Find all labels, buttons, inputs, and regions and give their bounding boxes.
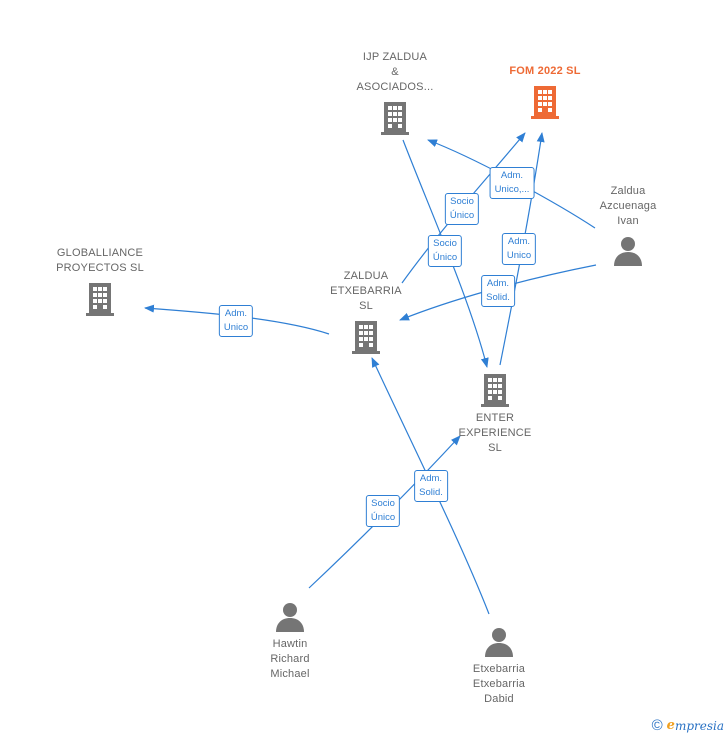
node-label-line: ETXEBARRIA <box>330 285 402 297</box>
relation-label-line: Adm. <box>419 473 443 484</box>
person-icon <box>485 628 513 657</box>
node-label-line: ZALDUA <box>343 270 389 282</box>
relation-label-line: Adm. <box>224 308 248 319</box>
relation-label-adm-unico[interactable]: Adm. Unico <box>501 233 537 265</box>
node-fom-2022-sl[interactable]: FOM 2022 SL <box>495 64 595 120</box>
building-icon <box>381 102 409 135</box>
relation-label-line: Unico <box>223 322 249 333</box>
node-globalliance-proyectos-sl[interactable]: GLOBALLIANCE PROYECTOS SL <box>40 246 160 317</box>
node-label-line: IJP ZALDUA <box>362 51 428 63</box>
relation-label-line: Socio <box>450 196 474 207</box>
node-label-line: ASOCIADOS... <box>356 81 434 93</box>
node-label: ZALDUA ETXEBARRIA SL <box>330 269 402 314</box>
building-icon-highlighted <box>531 86 559 119</box>
node-label-line: & <box>391 66 399 78</box>
relation-label-line: Solid. <box>419 487 443 498</box>
node-label-line: SL <box>359 300 373 312</box>
node-label: IJP ZALDUA & ASOCIADOS... <box>357 50 434 95</box>
node-label-line: FOM 2022 SL <box>509 65 581 77</box>
relation-label-line: Único <box>432 252 458 263</box>
node-label-line: EXPERIENCE <box>458 427 532 439</box>
node-label-line: Richard <box>270 653 310 665</box>
relation-label-adm-unico[interactable]: Adm. Unico,... <box>489 167 535 199</box>
relation-label-line: Socio <box>433 238 457 249</box>
person-icon <box>614 237 642 266</box>
node-label: Hawtin Richard Michael <box>270 637 309 682</box>
node-enter-experience-sl[interactable]: ENTER EXPERIENCE SL <box>450 372 540 456</box>
node-etxebarria-etxebarria-dabid[interactable]: Etxebarria Etxebarria Dabid <box>458 626 540 707</box>
relation-label-line: Solid. <box>486 292 510 303</box>
node-label-line: Zaldua <box>610 185 646 197</box>
relation-label-line: Único <box>370 512 396 523</box>
node-label-line: PROYECTOS SL <box>56 262 144 274</box>
relation-label-line: Unico <box>506 250 532 261</box>
building-icon <box>86 283 114 316</box>
node-label-line: Hawtin <box>272 638 308 650</box>
node-label: FOM 2022 SL <box>509 64 580 79</box>
brand-initial: e <box>666 718 675 733</box>
relation-label-line: Único <box>449 210 475 221</box>
empresia-watermark: © e mpresia <box>652 717 724 734</box>
relation-label-line: Unico,... <box>494 184 530 195</box>
node-label: ENTER EXPERIENCE SL <box>459 411 532 456</box>
node-label: GLOBALLIANCE PROYECTOS SL <box>56 246 144 276</box>
relation-label-socio-unico[interactable]: Socio Único <box>427 235 463 267</box>
node-ijp-zaldua-asociados[interactable]: IJP ZALDUA & ASOCIADOS... <box>345 50 445 136</box>
brand-name: mpresia <box>674 718 724 733</box>
relation-label-line: Adm. <box>500 170 524 181</box>
node-label-line: SL <box>488 442 502 454</box>
node-label-line: ENTER <box>475 412 515 424</box>
building-icon <box>481 374 509 407</box>
relation-label-line: Adm. <box>486 278 510 289</box>
relation-label-socio-unico[interactable]: Socio Único <box>365 495 401 527</box>
person-icon <box>276 603 304 632</box>
relation-label-line: Adm. <box>507 236 531 247</box>
node-label: Zaldua Azcuenaga Ivan <box>600 184 657 229</box>
node-zaldua-etxebarria-sl[interactable]: ZALDUA ETXEBARRIA SL <box>321 269 411 355</box>
building-icon <box>352 321 380 354</box>
node-label-line: Azcuenaga <box>599 200 657 212</box>
relation-label-adm-solid[interactable]: Adm. Solid. <box>481 275 515 307</box>
relation-label-adm-solid[interactable]: Adm. Solid. <box>414 470 448 502</box>
node-hawtin-richard-michael[interactable]: Hawtin Richard Michael <box>250 601 330 682</box>
node-label-line: Etxebarria <box>472 663 526 675</box>
relation-label-line: Socio <box>371 498 395 509</box>
node-label: Etxebarria Etxebarria Dabid <box>473 662 525 707</box>
node-label-line: GLOBALLIANCE <box>56 247 144 259</box>
relation-label-socio-unico[interactable]: Socio Único <box>444 193 480 225</box>
node-zaldua-azcuenaga-ivan[interactable]: Zaldua Azcuenaga Ivan <box>588 184 668 267</box>
node-label-line: Ivan <box>617 215 639 227</box>
node-label-line: Etxebarria <box>472 678 526 690</box>
copyright-icon: © <box>651 717 663 734</box>
node-label-line: Dabid <box>484 693 514 705</box>
relation-label-adm-unico[interactable]: Adm. Unico <box>218 305 254 337</box>
node-label-line: Michael <box>270 668 310 680</box>
